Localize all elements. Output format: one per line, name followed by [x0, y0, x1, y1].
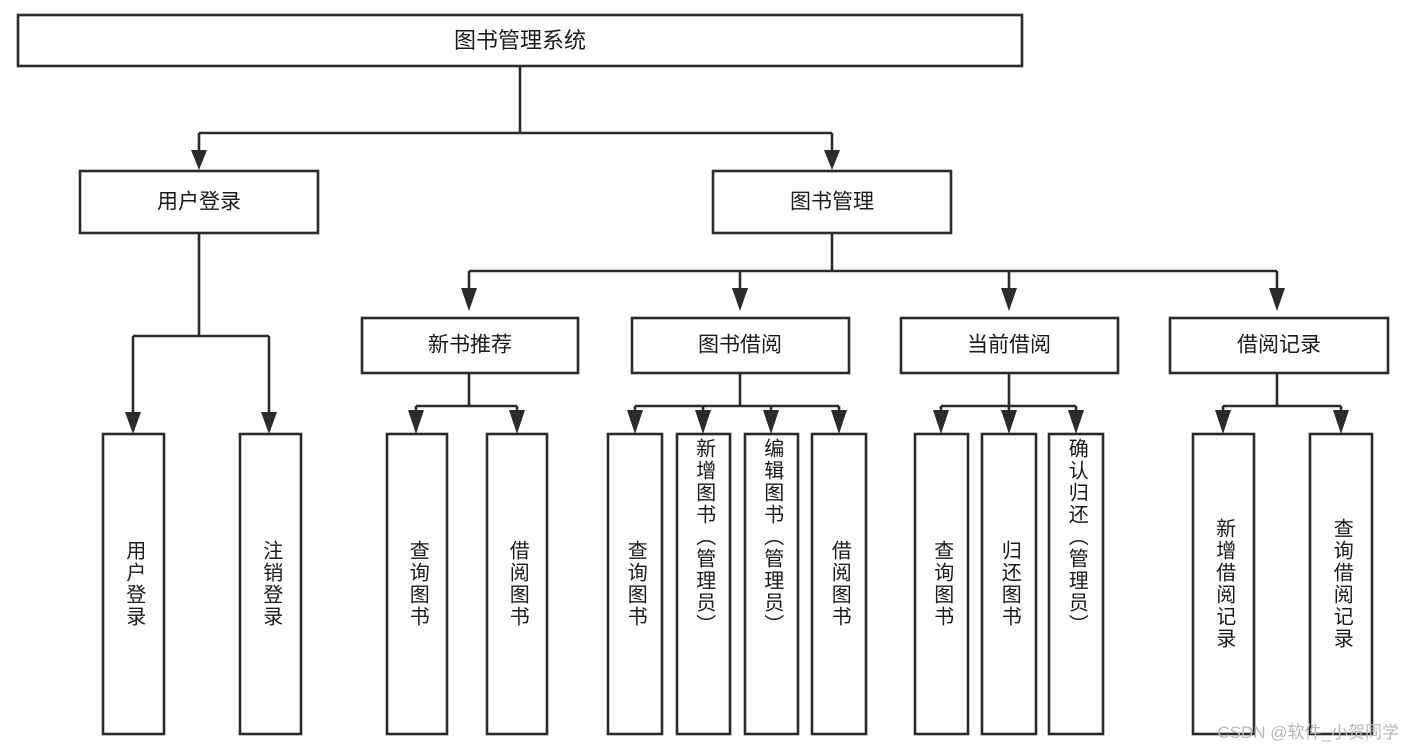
node-book-borrow[interactable]: 图书借阅	[630, 316, 851, 375]
leaf-box-user-login-0[interactable]	[101, 432, 166, 736]
node-root-box	[16, 13, 1024, 68]
node-new-book-recommend-label: 新书推荐	[428, 334, 512, 357]
node-root-label: 图书管理系统	[454, 28, 586, 53]
node-current-borrow-label: 当前借阅	[967, 334, 1051, 357]
arrow-head-icon	[191, 150, 207, 170]
connector-group-new-book	[408, 373, 525, 434]
node-book-manage-box	[711, 169, 953, 235]
node-new-book-recommend-box	[360, 316, 580, 375]
connector-group-borrow-record	[1215, 373, 1349, 434]
arrow-head-icon	[732, 288, 748, 311]
leaf-box-borrow-record-0[interactable]	[1191, 432, 1256, 736]
arrow-head-icon	[695, 410, 711, 434]
arrow-head-icon	[1001, 288, 1017, 311]
node-borrow-record-label: 借阅记录	[1237, 334, 1321, 357]
arrow-head-icon	[461, 288, 477, 311]
arrow-head-icon	[125, 412, 141, 434]
arrow-head-icon	[933, 410, 949, 434]
leaf-box-new-book-1[interactable]	[485, 432, 549, 736]
node-book-manage-label: 图书管理	[790, 191, 874, 214]
arrow-head-icon	[1001, 410, 1017, 434]
arrow-head-icon	[763, 410, 779, 434]
watermark: CSDN @软件_小贺同学	[1217, 723, 1399, 742]
node-borrow-record[interactable]: 借阅记录	[1168, 316, 1390, 375]
leaf-box-current-borrow-0[interactable]	[913, 432, 970, 736]
node-user-login-label: 用户登录	[157, 191, 241, 214]
connector-group-book-borrow	[627, 373, 847, 434]
arrow-head-icon	[1068, 410, 1084, 434]
node-current-borrow[interactable]: 当前借阅	[899, 316, 1120, 375]
arrow-head-icon	[261, 412, 277, 434]
node-current-borrow-box	[899, 316, 1120, 375]
node-book-borrow-box	[630, 316, 851, 375]
connector-group-book-manage	[461, 233, 1285, 311]
node-new-book-recommend[interactable]: 新书推荐	[360, 316, 580, 375]
arrow-head-icon	[831, 410, 847, 434]
arrow-head-icon	[824, 150, 840, 170]
arrow-head-icon	[1215, 410, 1231, 434]
leaf-box-user-login-1[interactable]	[238, 432, 303, 736]
leaf-box-borrow-record-1[interactable]	[1308, 432, 1374, 736]
node-root-system[interactable]: 图书管理系统	[16, 13, 1024, 68]
arrow-head-icon	[408, 410, 424, 434]
node-user-login-box	[78, 169, 320, 235]
leaf-box-book-borrow-3[interactable]	[810, 432, 868, 736]
leaf-box-book-borrow-2[interactable]	[743, 432, 800, 736]
leaf-box-book-borrow-1[interactable]	[675, 432, 732, 736]
arrow-head-icon	[1333, 410, 1349, 434]
node-book-manage[interactable]: 图书管理	[711, 169, 953, 235]
leaf-box-current-borrow-2[interactable]	[1047, 432, 1105, 736]
node-user-login[interactable]: 用户登录	[78, 169, 320, 235]
node-borrow-record-box	[1168, 316, 1390, 375]
arrow-head-icon	[1269, 288, 1285, 311]
connector-group-current-borrow	[933, 373, 1084, 434]
arrow-head-icon	[627, 410, 643, 434]
arrow-head-icon	[509, 410, 525, 434]
connector-group-user-login	[125, 233, 277, 434]
leaf-box-new-book-0[interactable]	[385, 432, 449, 736]
leaf-box-current-borrow-1[interactable]	[980, 432, 1038, 736]
leaf-box-book-borrow-0[interactable]	[606, 432, 664, 736]
node-book-borrow-label: 图书借阅	[698, 334, 782, 357]
connector-group-root	[191, 66, 840, 170]
